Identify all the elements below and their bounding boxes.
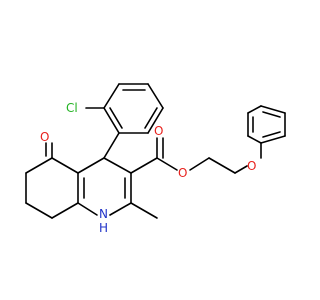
ketone-oxygen-label: O [40,130,49,144]
bond [260,105,286,114]
phenoxy-oxygen-label: O [247,159,256,173]
chlorine-label: Cl [66,101,78,115]
bond [262,131,281,138]
bond [103,83,120,109]
bond [77,202,98,216]
amine-hydrogen-label: H [99,221,108,235]
bond [234,165,248,174]
ester-carbonyl-oxygen-label: O [154,124,163,138]
bond [147,107,164,134]
atom-labels: Cl O O O O N H [40,101,256,235]
bond [109,202,132,216]
molecule-structure-diagram: Cl O O O O N H [25,83,286,235]
bond [103,157,132,174]
bond [130,202,158,219]
bond [25,157,53,174]
bond [109,107,123,129]
bond [260,135,286,144]
bond [130,157,158,174]
bond [262,111,281,118]
amine-nitrogen-label: N [99,207,108,221]
bonds [25,83,286,219]
bond [77,157,105,174]
bond [147,83,164,109]
bond [51,202,79,219]
bond [247,105,262,114]
bond [25,202,53,219]
bond [103,107,120,134]
ester-ether-oxygen-label: O [178,166,187,180]
bond [247,135,262,144]
bond [156,157,178,171]
bond [51,157,79,174]
bond [103,132,120,159]
bond [144,107,158,129]
bond [189,157,210,171]
bond [208,157,236,174]
